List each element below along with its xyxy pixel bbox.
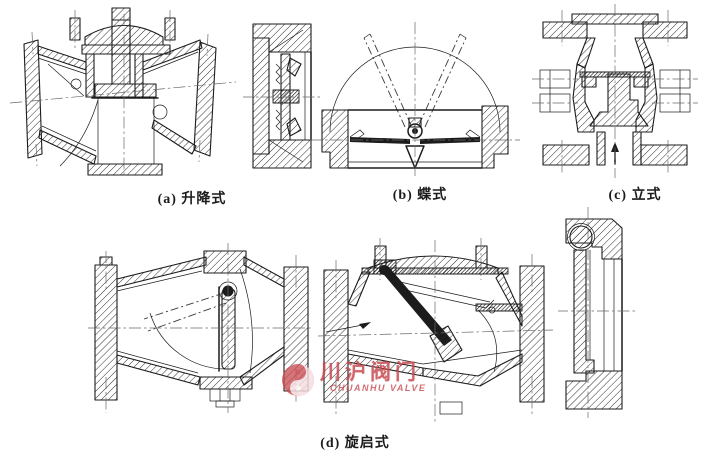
dual-plate-butterfly-check-drawing bbox=[310, 22, 520, 176]
wafer-butterfly-check-side-drawing bbox=[243, 23, 323, 169]
vertical-lift-check-drawing bbox=[532, 4, 698, 178]
wafer-swing-check-side-drawing bbox=[558, 207, 638, 418]
caption-b: (b) 蝶式 bbox=[392, 188, 448, 203]
caption-a: (a) 升降式 bbox=[157, 192, 227, 207]
lift-check-valve-drawing bbox=[9, 7, 237, 178]
caption-c: (c) 立式 bbox=[608, 188, 662, 203]
swing-check-valve-drawing bbox=[88, 243, 313, 413]
swing-check-valve-bonnet-drawing bbox=[318, 238, 553, 422]
caption-d: (d) 旋启式 bbox=[320, 436, 390, 451]
